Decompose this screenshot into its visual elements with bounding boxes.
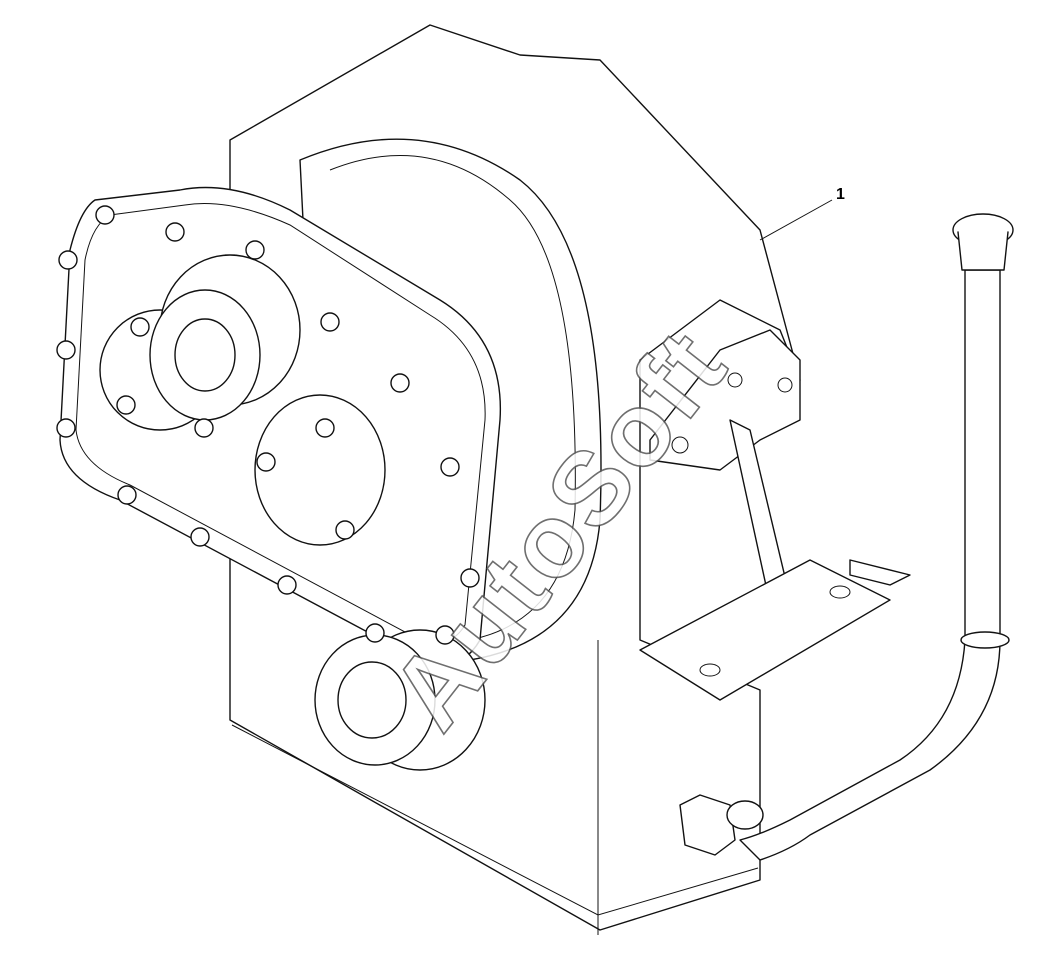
bracket-hole-1 [671,436,689,454]
front-cover-inner [75,203,486,644]
bracket-base-hole [699,663,721,677]
mounting-bracket [649,329,801,471]
pipe-union-fitting [726,800,764,830]
bolt-icon [56,205,480,645]
bracket-hole-2 [727,372,743,388]
breather-collar [960,631,1010,649]
bracket-tab [849,559,911,586]
bracket-hole-3 [777,377,793,393]
breather-cap-body [957,231,1009,271]
bracket-base [639,559,891,701]
callout-number-1: 1 [836,186,845,203]
breather-pipe [739,269,1001,861]
side-cover-disc [254,394,386,546]
callout-leader-1 [759,199,833,241]
casing-ring-inner [329,155,576,641]
output-flange-bore [337,661,407,739]
pipe-union-nut [679,794,736,856]
input-flange-bore [174,318,236,392]
bracket-base-hole [829,585,851,599]
